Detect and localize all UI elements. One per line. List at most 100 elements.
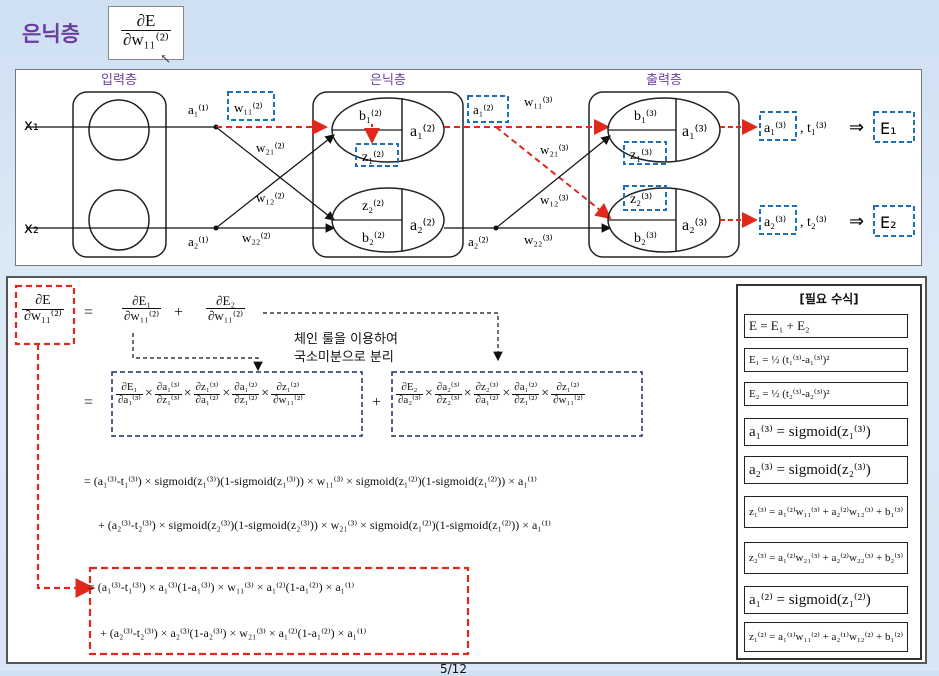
partial-fraction: ∂z₁⁽²⁾∂w₁₁⁽²⁾ (551, 381, 585, 406)
output-a2: a₂⁽³⁾ (682, 217, 707, 234)
partial-fraction: ∂a₁⁽²⁾∂z₁⁽²⁾ (232, 381, 260, 406)
partial-denominator: ∂z₁⁽³⁾ (156, 393, 180, 406)
hidden-layer-box (312, 91, 464, 258)
formula-7: z₂⁽³⁾ = a₁⁽²⁾w₂₁⁽³⁾ + a₂⁽²⁾w₂₂⁽³⁾ + b₂⁽³… (744, 542, 908, 574)
partial-numerator: ∂a₂⁽³⁾ (434, 381, 462, 395)
partial-fraction: ∂z₁⁽²⁾∂w₁₁⁽²⁾ (271, 381, 305, 406)
times-sign: × (144, 386, 153, 402)
hidden-z2: z₂⁽²⁾ (362, 199, 384, 214)
partial-fraction: ∂a₂⁽³⁾∂z₂⁽³⁾ (434, 381, 462, 406)
note-line-2: 국소미분으로 분리 (294, 350, 394, 365)
hidden-layer-label: 은닉층 (370, 73, 406, 88)
formula-6: z₁⁽³⁾ = a₁⁽²⁾w₁₁⁽³⁾ + a₂⁽²⁾w₁₂⁽³⁾ + b₁⁽³… (744, 496, 908, 528)
mouse-cursor-icon: ↖ (160, 51, 171, 66)
out-a1: a₁⁽³⁾ (764, 121, 786, 136)
partial-fraction: ∂z₂⁽³⁾∂a₁⁽²⁾ (473, 381, 501, 406)
formula-1: E = E₁ + E₂ (744, 314, 908, 338)
input-layer-box (72, 91, 167, 258)
out-t1: , t₁⁽³⁾ (800, 121, 827, 136)
hidden-z1: z₁⁽²⁾ (362, 150, 384, 165)
label-w12-3: w₁₂⁽³⁾ (540, 192, 569, 207)
partial-numerator: ∂a₁⁽²⁾ (232, 381, 260, 395)
input-node-2 (88, 189, 150, 251)
network-diagram-panel: 입력층 은닉층 출력층 x₁ x₂ a₁⁽¹⁾ a₂⁽¹⁾ w₁₁⁽²⁾ w₂₁… (15, 69, 922, 266)
partial-denominator: ∂z₁⁽²⁾ (514, 393, 538, 406)
label-a2-1: a₂⁽¹⁾ (188, 234, 209, 249)
hidden-b2: b₂⁽²⁾ (362, 231, 385, 246)
label-w21-2: w₂₁⁽²⁾ (256, 140, 285, 155)
partial-numerator: ∂z₁⁽³⁾ (193, 381, 221, 395)
formula-2: E₁ = ½ (t₁⁽³⁾-a₁⁽³⁾)² (744, 348, 908, 372)
input-layer-label: 입력층 (101, 73, 137, 88)
eq-sign-1: = (84, 304, 94, 321)
required-formulas-heading: [필요 수식] (799, 292, 859, 306)
final-line-1: = (a₁⁽³⁾-t₁⁽³⁾) × a₁⁽³⁾(1-a₁⁽³⁾) × w₁₁⁽³… (88, 580, 355, 594)
lhs-den: ∂w₁₁⁽²⁾ (24, 308, 62, 324)
formula-3: E₂ = ½ (t₂⁽³⁾-a₂⁽³⁾)² (744, 382, 908, 406)
partial-denominator: ∂a₁⁽²⁾ (475, 393, 499, 406)
derivation-panel: ∂E ∂w₁₁⁽²⁾ = ∂E₁ ∂w₁₁⁽²⁾ + ∂E₂ ∂w₁₁⁽²⁾ 체… (6, 276, 927, 664)
partial-fraction: ∂a₁⁽²⁾∂z₁⁽²⁾ (512, 381, 540, 406)
times-sign: × (541, 386, 550, 402)
hidden-out-a1: a₁⁽²⁾ (473, 102, 494, 117)
times-sign: × (261, 386, 270, 402)
output-layer-box (588, 91, 740, 258)
partial-denominator: ∂w₁₁⁽²⁾ (553, 393, 583, 406)
line1-term2-den: ∂w₁₁⁽²⁾ (208, 307, 244, 323)
out-t2: , t₂⁽³⁾ (800, 215, 827, 230)
partial-denominator: ∂z₂⁽³⁾ (436, 393, 460, 406)
partial-numerator: ∂z₂⁽³⁾ (473, 381, 501, 395)
out-arrow-1: ⇒ (849, 117, 864, 137)
label-w22-2: w₂₂⁽²⁾ (242, 230, 271, 245)
formula-9: z₁⁽²⁾ = a₁⁽¹⁾w₁₁⁽²⁾ + a₂⁽¹⁾w₁₂⁽²⁾ + b₁⁽²… (744, 622, 908, 652)
partial-numerator: ∂E₁ (116, 381, 143, 395)
network-diagram: 입력층 은닉층 출력층 x₁ x₂ a₁⁽¹⁾ a₂⁽¹⁾ w₁₁⁽²⁾ w₂₁… (24, 73, 915, 258)
title-formula-numerator: ∂E (121, 12, 171, 31)
output-layer-label: 출력층 (646, 73, 682, 88)
label-w11-3: w₁₁⁽³⁾ (524, 94, 553, 109)
line1-term1-num: ∂E₁ (122, 294, 162, 309)
slide-title: 은닉층 (22, 22, 80, 46)
hidden-a1: a₁⁽²⁾ (410, 123, 435, 140)
formula-8: a₁⁽²⁾ = sigmoid(z₁⁽²⁾) (744, 586, 908, 614)
lhs-num: ∂E (22, 293, 64, 310)
title-formula-box: ∂E ∂w₁₁⁽²⁾ ↖ (108, 6, 184, 66)
output-a1: a₁⁽³⁾ (682, 123, 707, 140)
partial-numerator: ∂a₁⁽³⁾ (154, 381, 182, 395)
line1-term1-den: ∂w₁₁⁽²⁾ (124, 307, 160, 323)
hidden-a2: a₂⁽²⁾ (410, 217, 435, 234)
hidden-b1: b₁⁽²⁾ (359, 109, 382, 124)
formula-5: a₂⁽³⁾ = sigmoid(z₂⁽³⁾) (744, 456, 908, 484)
partial-denominator: ∂z₁⁽²⁾ (234, 393, 258, 406)
out-arrow-2: ⇒ (849, 211, 864, 231)
derivation-arrows (14, 284, 643, 656)
partial-denominator: ∂a₁⁽³⁾ (118, 393, 141, 406)
partial-numerator: ∂z₁⁽²⁾ (551, 381, 585, 395)
partial-fraction: ∂a₁⁽³⁾∂z₁⁽³⁾ (154, 381, 182, 406)
out-E1: E₁ (880, 119, 897, 138)
partial-fraction: ∂E₂∂a₂⁽³⁾ (396, 381, 423, 406)
label-a1-1: a₁⁽¹⁾ (188, 102, 209, 117)
output-b2: b₂⁽³⁾ (634, 231, 657, 246)
hidden-out-a2: a₂⁽²⁾ (468, 234, 489, 249)
label-w22-3: w₂₂⁽³⁾ (524, 232, 553, 247)
partial-denominator: ∂a₁⁽²⁾ (195, 393, 219, 406)
partial-numerator: ∂z₁⁽²⁾ (271, 381, 305, 395)
partial-fraction: ∂z₁⁽³⁾∂a₁⁽²⁾ (193, 381, 221, 406)
eq-sign-2: = (84, 394, 94, 411)
out-E2: E₂ (880, 213, 897, 232)
partial-denominator: ∂a₂⁽³⁾ (398, 393, 421, 406)
input-node-1 (88, 99, 150, 161)
plus-sign-2: + (372, 394, 382, 411)
times-sign: × (183, 386, 192, 402)
final-line-2: + (a₂⁽³⁾-t₂⁽³⁾) × a₂⁽³⁾(1-a₂⁽³⁾) × w₂₁⁽³… (100, 626, 367, 640)
required-formulas-panel: [필요 수식] E = E₁ + E₂ E₁ = ½ (t₁⁽³⁾-a₁⁽³⁾)… (736, 284, 922, 660)
times-sign: × (424, 386, 433, 402)
partial-numerator: ∂a₁⁽²⁾ (512, 381, 540, 395)
times-sign: × (222, 386, 231, 402)
formula-4: a₁⁽³⁾ = sigmoid(z₁⁽³⁾) (744, 418, 908, 446)
output-z1: z₁⁽³⁾ (630, 148, 652, 163)
title-formula-denominator: ∂w₁₁⁽²⁾ (123, 29, 169, 49)
chain-rule-2: ∂E₂∂a₂⁽³⁾×∂a₂⁽³⁾∂z₂⁽³⁾×∂z₂⁽³⁾∂a₁⁽²⁾×∂a₁⁽… (396, 381, 585, 406)
line1-term2-num: ∂E₂ (206, 294, 246, 309)
